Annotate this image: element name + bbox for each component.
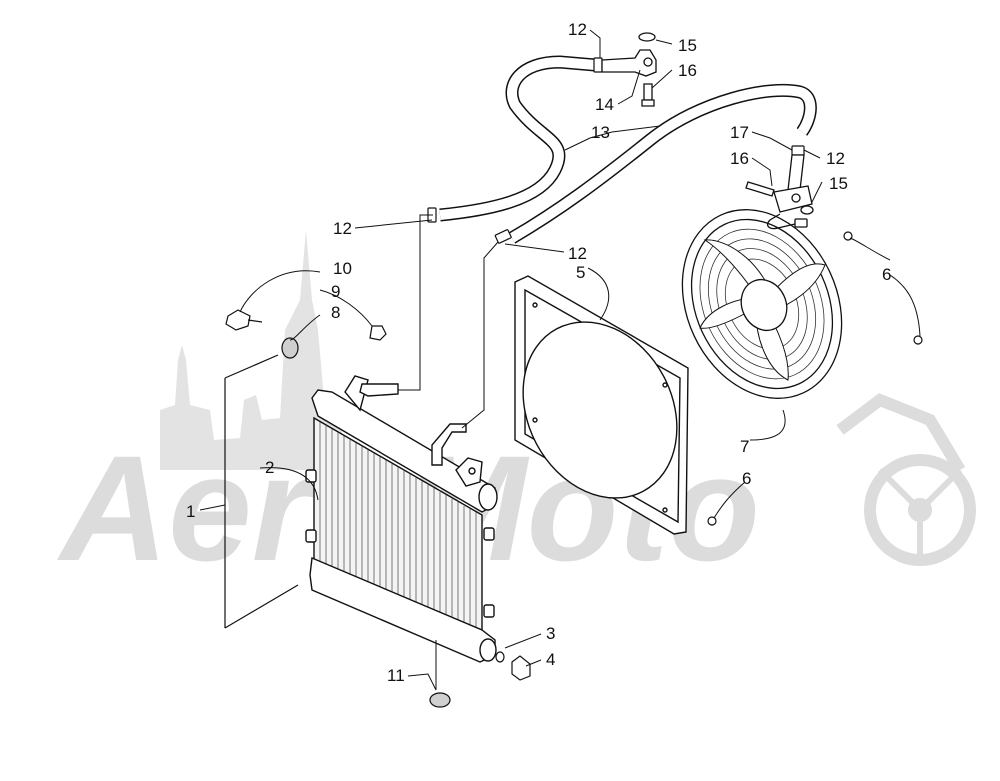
drain-parts — [429, 651, 531, 708]
callout-12-left: 12 — [333, 219, 352, 238]
callout-1: 1 — [186, 502, 195, 521]
callout-6-right: 6 — [882, 265, 891, 284]
callout-10: 10 — [333, 259, 352, 278]
screws — [707, 231, 923, 526]
callout-4: 4 — [546, 650, 555, 669]
callout-7: 7 — [740, 437, 749, 456]
radiator-inlet-pipe — [359, 383, 399, 397]
cap-screw — [225, 309, 251, 331]
callout-3: 3 — [546, 624, 555, 643]
callout-8: 8 — [331, 303, 340, 322]
callout-16-right: 16 — [730, 149, 749, 168]
callout-9: 9 — [331, 282, 340, 301]
callout-11: 11 — [387, 666, 405, 685]
callout-12-right: 12 — [826, 149, 845, 168]
callout-15-right: 15 — [829, 174, 848, 193]
fan-shroud — [514, 275, 689, 535]
callout-15-top: 15 — [678, 36, 697, 55]
radiator — [305, 375, 498, 663]
drain-washer — [495, 651, 505, 663]
watermark-skyline — [160, 230, 345, 470]
small-hardware — [225, 309, 387, 359]
callout-6-bottom: 6 — [742, 469, 751, 488]
callout-17: 17 — [730, 123, 749, 142]
nut — [369, 325, 387, 341]
callout-14: 14 — [595, 95, 614, 114]
bolt-top — [643, 83, 653, 101]
assembly-bracket-lines — [224, 354, 299, 629]
grommet — [281, 337, 299, 359]
radiator-fins — [319, 422, 477, 628]
o-ring-top — [638, 32, 656, 42]
callout-13: 13 — [591, 123, 610, 142]
callout-5: 5 — [576, 263, 585, 282]
drain-grommet — [429, 692, 451, 708]
o-ring-right — [800, 205, 814, 215]
radiator-outlet-pipe — [431, 423, 467, 466]
fan-shroud-opening — [522, 321, 678, 499]
fan-hub — [740, 279, 788, 331]
callout-labels: 1 2 3 4 5 6 6 7 8 9 10 11 12 12 12 12 13… — [186, 20, 891, 685]
upper-hose-fitting — [745, 154, 814, 215]
bolt-right — [745, 181, 775, 197]
drain-plug — [511, 655, 531, 681]
coolant-hoses — [439, 55, 817, 244]
hose-fitting-top — [601, 32, 657, 107]
callout-12-mid: 12 — [568, 244, 587, 263]
cooling-fan — [681, 209, 843, 399]
leader-lines — [199, 29, 921, 691]
callout-16-top: 16 — [678, 61, 697, 80]
callout-2: 2 — [265, 458, 274, 477]
callout-12-top: 12 — [568, 20, 587, 39]
